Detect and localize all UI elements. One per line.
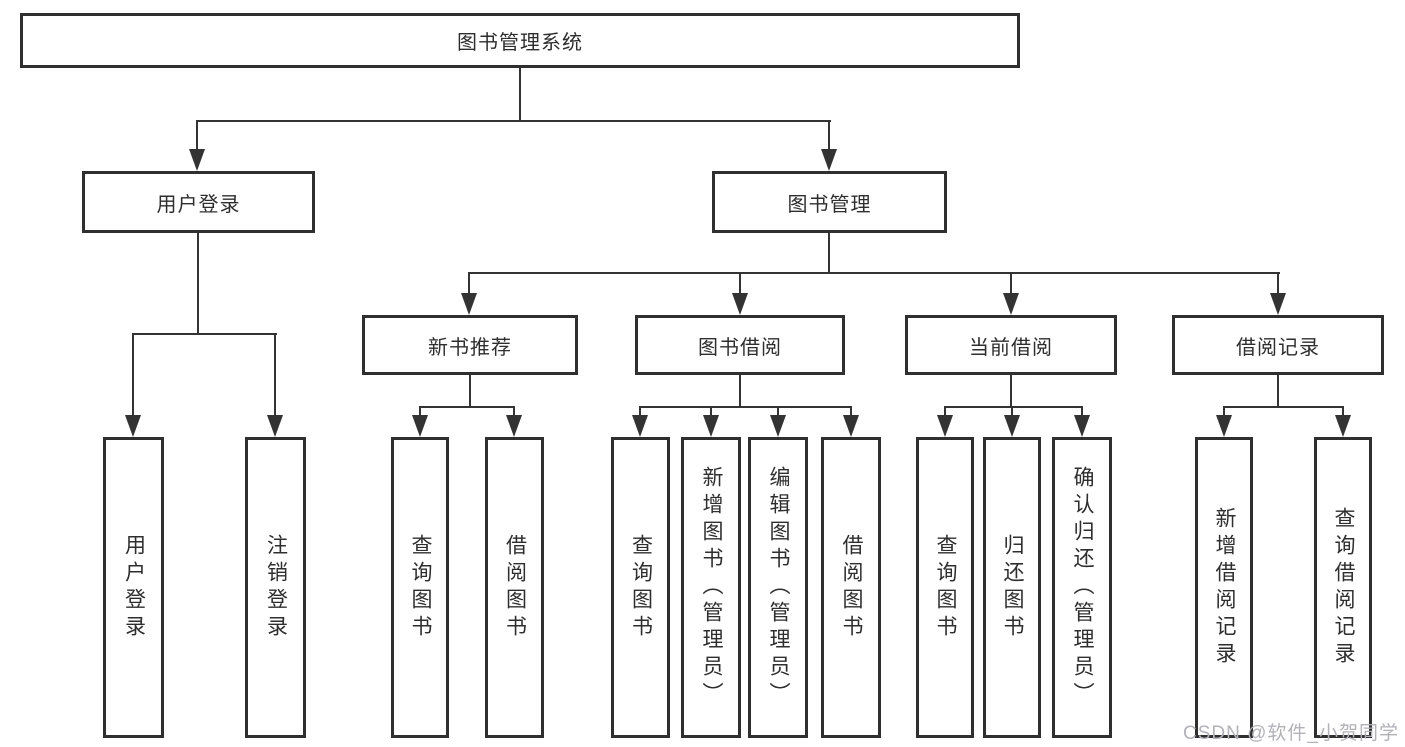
connector-line: [469, 375, 471, 406]
connector-line: [944, 406, 1083, 408]
connector-line: [739, 272, 741, 296]
node-label: 新增图书（管理员）: [700, 466, 723, 709]
connector-line: [1011, 406, 1013, 418]
arrow-down-icon: [1270, 293, 1286, 315]
arrow-down-icon: [267, 415, 283, 437]
node-user-login: 用户登录: [82, 171, 315, 233]
arrow-down-icon: [632, 415, 648, 437]
connector-line: [777, 406, 779, 418]
node-leaf-user-login: 用户登录: [103, 437, 164, 738]
connector-line: [944, 406, 946, 418]
connector-line: [419, 406, 515, 408]
connector-line: [132, 333, 277, 335]
arrow-down-icon: [732, 293, 748, 315]
connector-line: [1223, 406, 1344, 408]
node-label: 归还图书: [1001, 533, 1024, 642]
node-leaf-query-books-2: 查询图书: [611, 437, 670, 738]
node-label: 借阅记录: [1236, 336, 1320, 359]
node-label: 确认归还（管理员）: [1071, 466, 1094, 709]
node-label: 注销登录: [264, 533, 288, 642]
connector-line: [639, 406, 641, 418]
node-library-system: 图书管理系统: [20, 13, 1020, 68]
node-label: 借阅图书: [840, 533, 863, 642]
arrow-down-icon: [1335, 415, 1351, 437]
node-label: 编辑图书（管理员）: [767, 466, 790, 709]
node-label: 查询图书: [934, 533, 957, 642]
arrow-down-icon: [125, 415, 141, 437]
watermark: CSDN @软件_小贺同学: [1183, 723, 1399, 744]
arrow-down-icon: [1003, 293, 1019, 315]
node-leaf-borrow-books-2: 借阅图书: [821, 437, 881, 738]
connector-line: [468, 272, 470, 296]
connector-line: [469, 272, 1280, 274]
arrow-down-icon: [770, 415, 786, 437]
connector-line: [196, 120, 198, 152]
node-book-management: 图书管理: [712, 171, 947, 233]
arrow-down-icon: [1004, 415, 1020, 437]
connector-line: [1081, 406, 1083, 418]
arrow-down-icon: [506, 415, 522, 437]
connector-line: [850, 406, 852, 418]
node-leaf-logout: 注销登录: [245, 437, 306, 738]
connector-line: [1277, 272, 1279, 296]
node-leaf-confirm-return-admin: 确认归还（管理员）: [1052, 437, 1112, 738]
arrow-down-icon: [1216, 415, 1232, 437]
connector-line: [519, 68, 521, 122]
connector-line: [1223, 406, 1225, 418]
node-leaf-query-borrow-record: 查询借阅记录: [1314, 437, 1372, 738]
connector-line: [710, 406, 712, 418]
connector-line: [513, 406, 515, 418]
node-leaf-add-books-admin: 新增图书（管理员）: [681, 437, 741, 738]
connector-line: [132, 333, 134, 418]
node-label: 查询借阅记录: [1332, 506, 1355, 669]
connector-line: [197, 120, 831, 122]
arrow-down-icon: [703, 415, 719, 437]
node-label: 新书推荐: [428, 336, 512, 359]
node-label: 图书管理: [787, 193, 872, 216]
arrow-down-icon: [1074, 415, 1090, 437]
arrow-down-icon: [189, 149, 205, 171]
connector-line: [274, 333, 276, 418]
arrow-down-icon: [937, 415, 953, 437]
connector-line: [1342, 406, 1344, 418]
node-label: 当前借阅: [969, 336, 1053, 359]
node-current-borrow: 当前借阅: [905, 315, 1117, 375]
arrow-down-icon: [821, 149, 837, 171]
arrow-down-icon: [843, 415, 859, 437]
arrow-down-icon: [412, 415, 428, 437]
node-label: 新增借阅记录: [1213, 506, 1236, 669]
connector-line: [1010, 272, 1012, 296]
node-leaf-query-books-3: 查询图书: [916, 437, 974, 738]
node-leaf-borrow-books-1: 借阅图书: [485, 437, 544, 738]
node-label: 查询图书: [409, 533, 432, 642]
node-label: 图书管理系统: [457, 32, 583, 54]
connector-line: [639, 406, 852, 408]
arrow-down-icon: [461, 293, 477, 315]
connector-line: [739, 375, 741, 406]
connector-line: [1277, 375, 1279, 406]
node-leaf-return-books: 归还图书: [983, 437, 1041, 738]
connector-line: [1010, 375, 1012, 406]
node-label: 用户登录: [156, 193, 241, 216]
node-new-book-recommend: 新书推荐: [362, 315, 578, 375]
node-borrow-records: 借阅记录: [1172, 315, 1384, 375]
node-label: 用户登录: [122, 533, 146, 642]
node-leaf-add-borrow-record: 新增借阅记录: [1195, 437, 1253, 738]
node-label: 借阅图书: [503, 533, 527, 642]
node-leaf-edit-books-admin: 编辑图书（管理员）: [748, 437, 808, 738]
node-label: 查询图书: [629, 533, 653, 642]
node-label: 图书借阅: [698, 336, 782, 359]
node-leaf-query-books-1: 查询图书: [391, 437, 449, 738]
node-book-borrow: 图书借阅: [635, 315, 845, 375]
connector-line: [828, 233, 830, 274]
connector-line: [197, 233, 199, 333]
connector-line: [419, 406, 421, 418]
connector-line: [828, 120, 830, 152]
